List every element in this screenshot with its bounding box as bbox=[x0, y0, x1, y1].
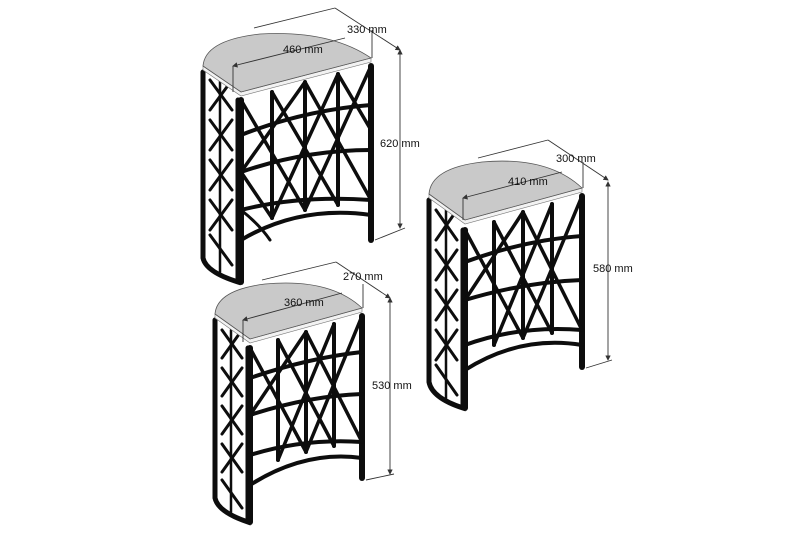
dimensions-large: 460 mm 330 mm 620 mm bbox=[232, 7, 420, 241]
depth-label-large: 330 mm bbox=[347, 24, 387, 36]
table-small: 360 mm 270 mm 530 mm bbox=[212, 261, 412, 526]
depth-label-medium: 300 mm bbox=[556, 153, 596, 165]
tabletop-large bbox=[202, 33, 372, 93]
width-label-medium: 410 mm bbox=[508, 176, 548, 188]
height-label-small: 530 mm bbox=[372, 380, 412, 392]
tabletop-small bbox=[214, 282, 363, 340]
tabletop-medium bbox=[428, 160, 583, 221]
table-medium: 410 mm 300 mm 580 mm bbox=[426, 139, 633, 412]
depth-label-small: 270 mm bbox=[343, 271, 383, 283]
width-label-large: 460 mm bbox=[283, 44, 323, 56]
height-label-large: 620 mm bbox=[380, 138, 420, 150]
table-large: 460 mm 330 mm 620 mm bbox=[200, 7, 420, 286]
dimensions-medium: 410 mm 300 mm 580 mm bbox=[462, 139, 633, 369]
lattice-frame-large bbox=[200, 63, 374, 286]
height-label-medium: 580 mm bbox=[593, 263, 633, 275]
lattice-frame-medium bbox=[426, 193, 585, 412]
dimensions-small: 360 mm 270 mm 530 mm bbox=[242, 261, 412, 481]
lattice-frame-small bbox=[212, 313, 365, 526]
width-label-small: 360 mm bbox=[284, 297, 324, 309]
